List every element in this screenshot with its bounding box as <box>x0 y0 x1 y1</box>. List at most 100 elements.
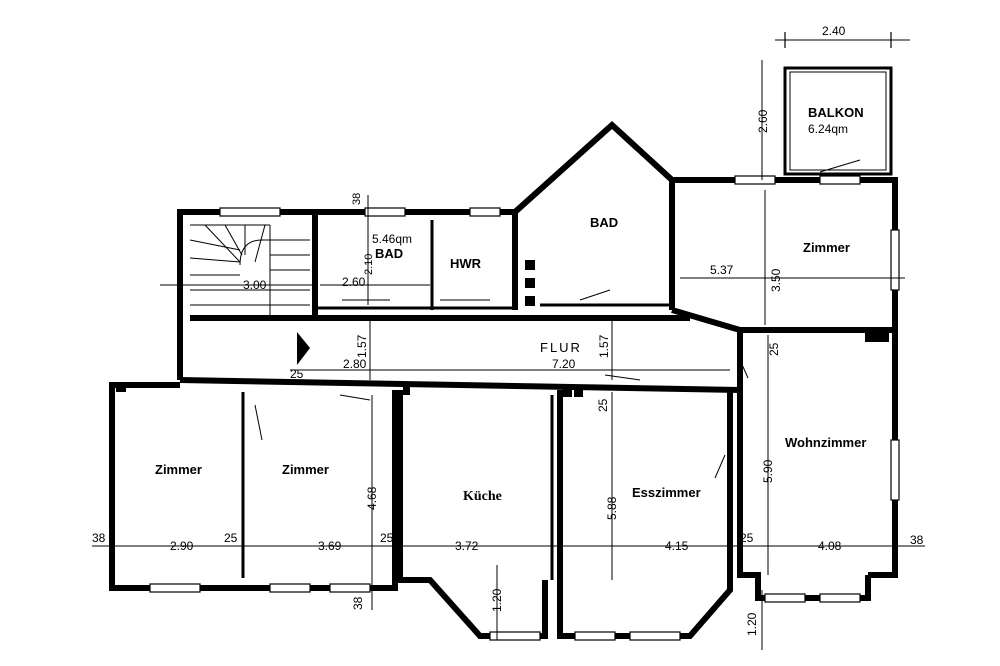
wall-west-rooms <box>109 382 398 591</box>
dim-kueche-w: 3.72 <box>455 539 479 553</box>
room-labels: BALKON 6.24qm Zimmer BAD 5.46qm BAD HWR … <box>155 105 866 504</box>
dim-flur-len: 7.20 <box>552 357 576 371</box>
dim-zimmer-w2-w: 3.69 <box>318 539 342 553</box>
window <box>764 593 806 603</box>
dim-kueche-bay: 1.20 <box>490 588 504 612</box>
stair-step <box>204 224 241 263</box>
dim-wall-25-d: 25 <box>596 398 610 412</box>
dim-wall-38-r: 38 <box>910 533 924 547</box>
label-kueche: Küche <box>463 489 502 504</box>
dim-wohn-h: 5.90 <box>761 459 775 483</box>
shaft-icon <box>525 260 535 270</box>
dim-zimmer-w2-h: 4.68 <box>365 486 379 510</box>
label-esszimmer: Esszimmer <box>632 485 701 500</box>
stair-step <box>189 257 241 263</box>
window <box>819 593 861 603</box>
staircase <box>189 224 310 318</box>
door-swing <box>739 359 749 379</box>
wall-bad-hwr-top <box>315 209 518 310</box>
window <box>734 175 776 185</box>
dim-balkon-h: 2.60 <box>756 109 770 133</box>
wall-stair-block <box>177 209 318 380</box>
dim-ess-w: 4.15 <box>665 539 689 553</box>
window <box>219 207 281 217</box>
window <box>629 631 681 641</box>
window <box>574 631 616 641</box>
dim-balkon-w: 2.40 <box>822 24 846 38</box>
dim-flur-h1: 1.57 <box>355 334 369 358</box>
dim-wohn-bay: 1.20 <box>745 612 759 636</box>
wall-east <box>868 330 898 578</box>
shaft-icon <box>865 332 889 342</box>
window <box>329 583 371 593</box>
dimension-lines <box>92 32 925 650</box>
fixtures <box>116 260 889 397</box>
window <box>364 207 406 217</box>
dim-wall-25-a: 25 <box>224 531 238 545</box>
label-wohnzimmer: Wohnzimmer <box>785 435 866 450</box>
shaft-icon <box>525 296 535 306</box>
wall-zimmer-ne <box>671 177 898 333</box>
wall-bad-octagon <box>512 120 675 310</box>
wall-balkon <box>783 66 893 176</box>
dim-wall-25-b: 25 <box>380 531 394 545</box>
stair-step <box>224 224 243 256</box>
shaft-icon <box>116 386 126 392</box>
wall-kueche-bay <box>397 390 548 639</box>
window <box>269 583 311 593</box>
label-balkon-area: 6.24qm <box>808 122 848 136</box>
wall-flur-south <box>179 377 741 393</box>
shaft-icon <box>563 388 572 397</box>
dim-zimmer-w1-w: 2.90 <box>170 539 194 553</box>
dim-flur-h2: 1.57 <box>597 334 611 358</box>
window <box>489 631 541 641</box>
stair-step <box>189 239 241 251</box>
shaft-icon <box>403 385 410 395</box>
label-hwr: HWR <box>450 256 482 271</box>
dim-wohn-w: 4.08 <box>818 539 842 553</box>
dim-bad-small-top: 38 <box>351 193 363 205</box>
dim-wall-38-l: 38 <box>92 531 106 545</box>
label-bad-big: BAD <box>590 215 618 230</box>
label-bad-small-area: 5.46qm <box>372 232 412 246</box>
balkon-inner <box>789 71 887 171</box>
window <box>469 207 501 217</box>
label-zimmer-ne: Zimmer <box>803 240 850 255</box>
walls <box>109 66 898 639</box>
dim-ess-h: 5.88 <box>605 496 619 520</box>
door-swing <box>819 159 861 173</box>
door-swing <box>579 289 611 301</box>
shaft-icon <box>525 278 535 288</box>
dim-wall-25-e: 25 <box>767 342 781 356</box>
entrance-arrow-icon <box>297 332 310 365</box>
dim-zimmer-ne-h: 3.50 <box>769 268 783 292</box>
stair-step <box>254 224 266 263</box>
door-swing <box>714 454 726 479</box>
windows <box>149 175 900 641</box>
dim-flur-25: 25 <box>290 367 304 381</box>
window <box>149 583 201 593</box>
window <box>890 439 900 501</box>
label-balkon: BALKON <box>808 105 864 120</box>
wall-ess-bay <box>557 390 733 639</box>
window <box>890 229 900 291</box>
doors <box>254 159 861 479</box>
dim-wall-25-c: 25 <box>740 531 754 545</box>
door-swing <box>339 394 371 401</box>
stair-rail <box>239 239 310 266</box>
dim-wall-38-b: 38 <box>351 596 365 610</box>
shaft-icon <box>574 388 583 397</box>
dim-bad-small-h: 2.10 <box>363 254 375 275</box>
wall-wohn-bay <box>737 330 871 601</box>
label-zimmer-w2: Zimmer <box>282 462 329 477</box>
label-flur: FLUR <box>540 340 582 355</box>
label-zimmer-w1: Zimmer <box>155 462 202 477</box>
door-swing <box>604 374 641 381</box>
window <box>819 175 861 185</box>
dim-flur-w: 2.80 <box>343 357 367 371</box>
dim-zimmer-ne-w: 5.37 <box>710 263 734 277</box>
dimension-texts: 2.40 2.60 5.37 3.50 3.00 2.60 2.10 38 2.… <box>92 24 924 636</box>
door-swing <box>254 404 263 441</box>
dim-bad-small-w: 2.60 <box>342 275 366 289</box>
